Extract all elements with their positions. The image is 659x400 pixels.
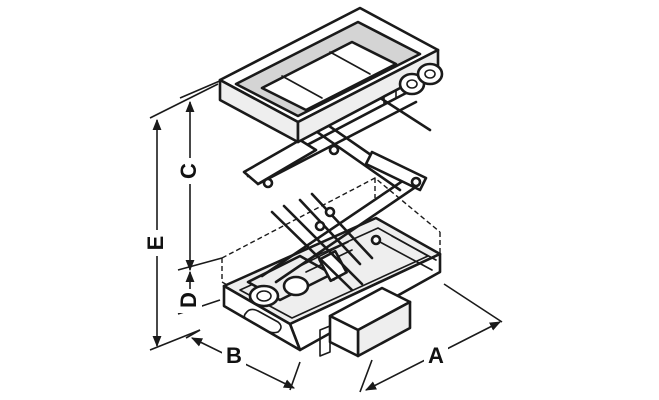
handle-slot [243, 308, 282, 334]
label-a: A [428, 343, 444, 368]
label-e: E [143, 236, 168, 251]
dimension-lines [149, 79, 503, 393]
scissor-arms [242, 70, 432, 292]
label-c: C [176, 163, 201, 179]
label-d: D [176, 292, 201, 308]
dimension-labels: E C D B A [143, 158, 448, 368]
actuator-motor [246, 241, 353, 308]
label-b: B [226, 343, 242, 368]
top-platform [218, 6, 444, 144]
